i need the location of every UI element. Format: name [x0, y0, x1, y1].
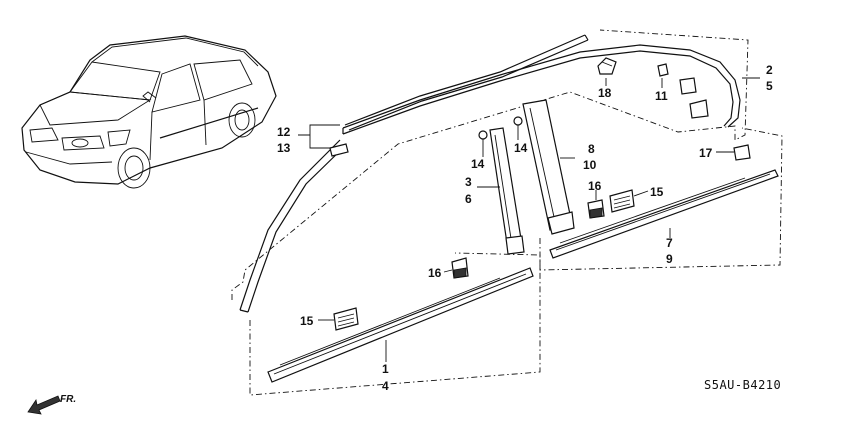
label-7: 7 — [666, 236, 673, 250]
end-cap-icon — [679, 77, 709, 119]
front-door-molding — [267, 267, 534, 383]
label-12: 12 — [277, 125, 291, 139]
screw-14b-icon — [513, 116, 523, 134]
diagram-code: S5AU-B4210 — [704, 378, 781, 392]
front-direction-arrow-icon: FR. — [27, 394, 76, 415]
rear-door-molding — [549, 169, 779, 259]
label-5: 5 — [766, 79, 773, 93]
fasteners — [329, 57, 751, 331]
label-11: 11 — [655, 89, 668, 103]
screw-14a-icon — [478, 130, 488, 148]
pillar-garnish-front — [489, 127, 525, 255]
label-4: 4 — [382, 379, 389, 393]
clip-17-icon — [733, 144, 751, 161]
clip-15b-icon — [333, 307, 359, 331]
label-9: 9 — [666, 252, 673, 266]
clip-16a-icon — [587, 199, 605, 219]
drip-molding — [344, 34, 589, 131]
leader-lines — [298, 77, 760, 362]
label-16b: 16 — [428, 266, 442, 280]
label-14a: 14 — [471, 157, 485, 171]
label-3: 3 — [465, 175, 472, 189]
label-16a: 16 — [588, 179, 602, 193]
label-17: 17 — [699, 146, 713, 160]
label-14b: 14 — [514, 141, 528, 155]
part-labels: 2 5 18 11 12 13 14 14 3 6 8 10 17 16 15 … — [277, 63, 773, 393]
label-15b: 15 — [300, 314, 314, 328]
label-2: 2 — [766, 63, 773, 77]
clip-16b-icon — [451, 257, 469, 279]
label-15a: 15 — [650, 185, 664, 199]
group-boundaries — [231, 29, 783, 396]
bracket-12-icon — [329, 143, 349, 157]
clip-11-icon — [657, 63, 669, 77]
door-visor — [239, 139, 346, 313]
label-8: 8 — [588, 142, 595, 156]
pillar-garnish-rear — [522, 99, 575, 235]
car-illustration — [21, 35, 277, 189]
clip-18-icon — [597, 57, 617, 75]
clip-15a-icon — [609, 189, 635, 213]
roof-molding — [342, 44, 741, 135]
label-1: 1 — [382, 362, 389, 376]
label-18: 18 — [598, 86, 612, 100]
label-6: 6 — [465, 192, 472, 206]
label-13: 13 — [277, 141, 291, 155]
label-10: 10 — [583, 158, 597, 172]
direction-label: FR. — [60, 394, 76, 405]
